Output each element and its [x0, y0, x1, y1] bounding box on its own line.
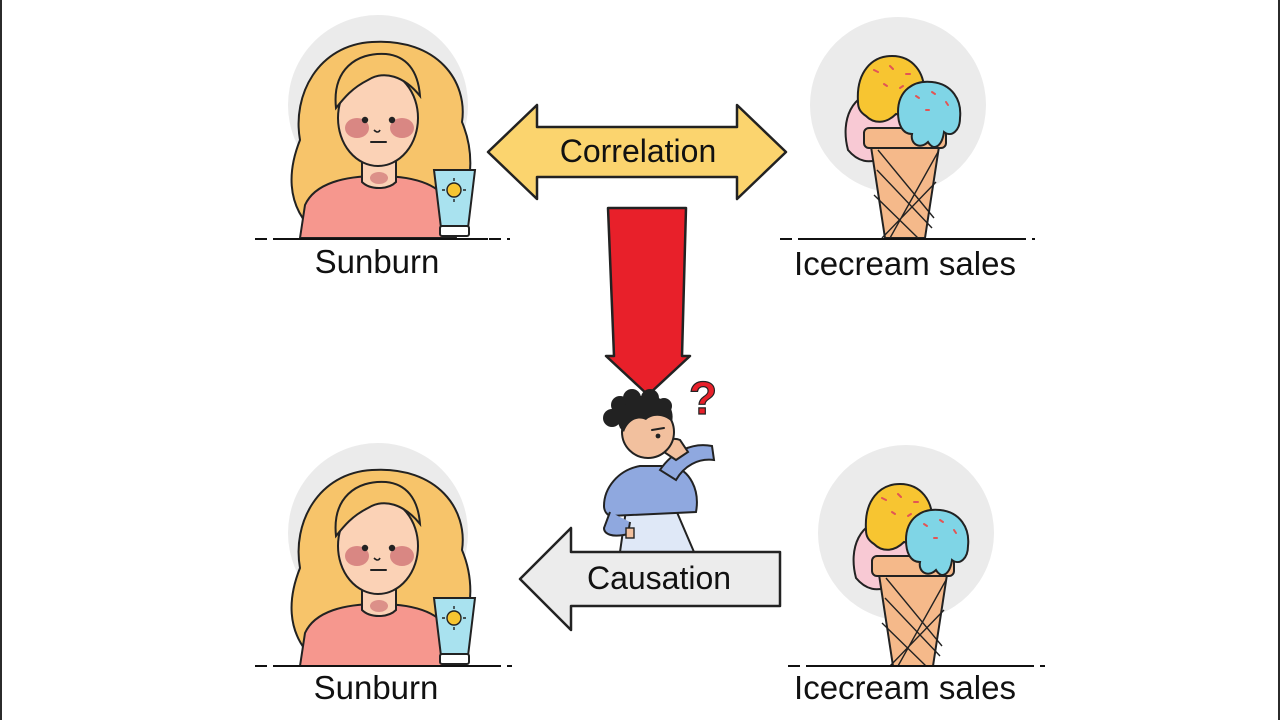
right-frame-edge — [1278, 0, 1280, 720]
label-causation: Causation — [587, 560, 731, 596]
label-sunburn-top: Sunburn — [315, 243, 440, 280]
question-mark: ? — [689, 372, 717, 424]
ice-cream-cone-icon — [809, 16, 987, 239]
woman-sunburn-icon — [287, 14, 476, 239]
label-icecream-bottom: Icecream sales — [794, 669, 1016, 706]
red-down-arrow — [604, 206, 692, 397]
label-correlation: Correlation — [560, 133, 717, 169]
left-frame-edge — [0, 0, 2, 720]
ice-cream-bottom — [817, 444, 995, 667]
woman-sunburn-bottom — [287, 442, 476, 667]
correlation-arrow — [486, 103, 788, 201]
label-sunburn-bottom: Sunburn — [314, 669, 439, 706]
thinking-person-icon: ? — [602, 371, 718, 553]
label-icecream-top: Icecream sales — [794, 245, 1016, 282]
causation-arrow — [518, 526, 782, 632]
